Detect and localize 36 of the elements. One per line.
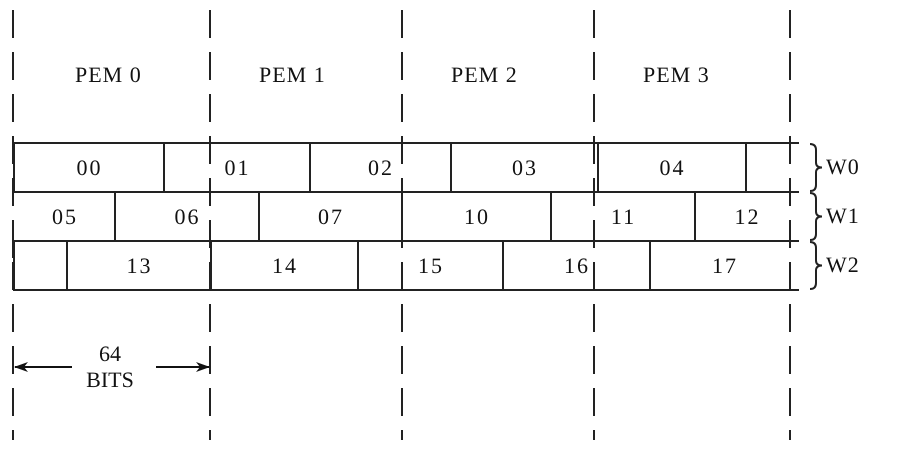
word-number: 16: [564, 252, 590, 278]
word-cell: [597, 142, 746, 193]
word-cell: [450, 142, 598, 193]
word-number: 03: [512, 154, 538, 180]
word-label: W0: [826, 154, 860, 180]
pem-label: PEM 3: [643, 62, 710, 88]
word-number: 07: [318, 204, 344, 230]
word-number: 01: [224, 154, 250, 180]
word-number: 17: [712, 252, 738, 278]
word-number: 05: [52, 204, 78, 230]
pem-label: PEM 0: [75, 62, 142, 88]
word-number: 13: [126, 252, 152, 278]
word-cell: [13, 142, 164, 193]
word-number: 15: [418, 252, 444, 278]
empty-cell: [13, 240, 67, 291]
dimension-label: 64 BITS: [85, 341, 135, 393]
empty-cell: [745, 142, 799, 193]
word-number: 04: [660, 154, 686, 180]
word-number: 12: [734, 204, 760, 230]
word-cell: [66, 240, 211, 291]
word-number: 11: [610, 204, 636, 230]
word-number: 02: [368, 154, 394, 180]
word-cell: [163, 142, 310, 193]
pem-label: PEM 2: [451, 62, 518, 88]
word-number: 00: [76, 154, 102, 180]
word-cell: [357, 240, 503, 291]
word-number: 10: [464, 204, 490, 230]
word-number: 14: [272, 252, 298, 278]
word-number: 06: [174, 204, 200, 230]
pem-label: PEM 1: [259, 62, 326, 88]
word-label: W1: [826, 203, 860, 229]
word-cell: [210, 240, 358, 291]
word-cell: [649, 240, 799, 291]
word-label: W2: [826, 252, 860, 278]
word-cell: [502, 240, 650, 291]
word-cell: [309, 142, 451, 193]
